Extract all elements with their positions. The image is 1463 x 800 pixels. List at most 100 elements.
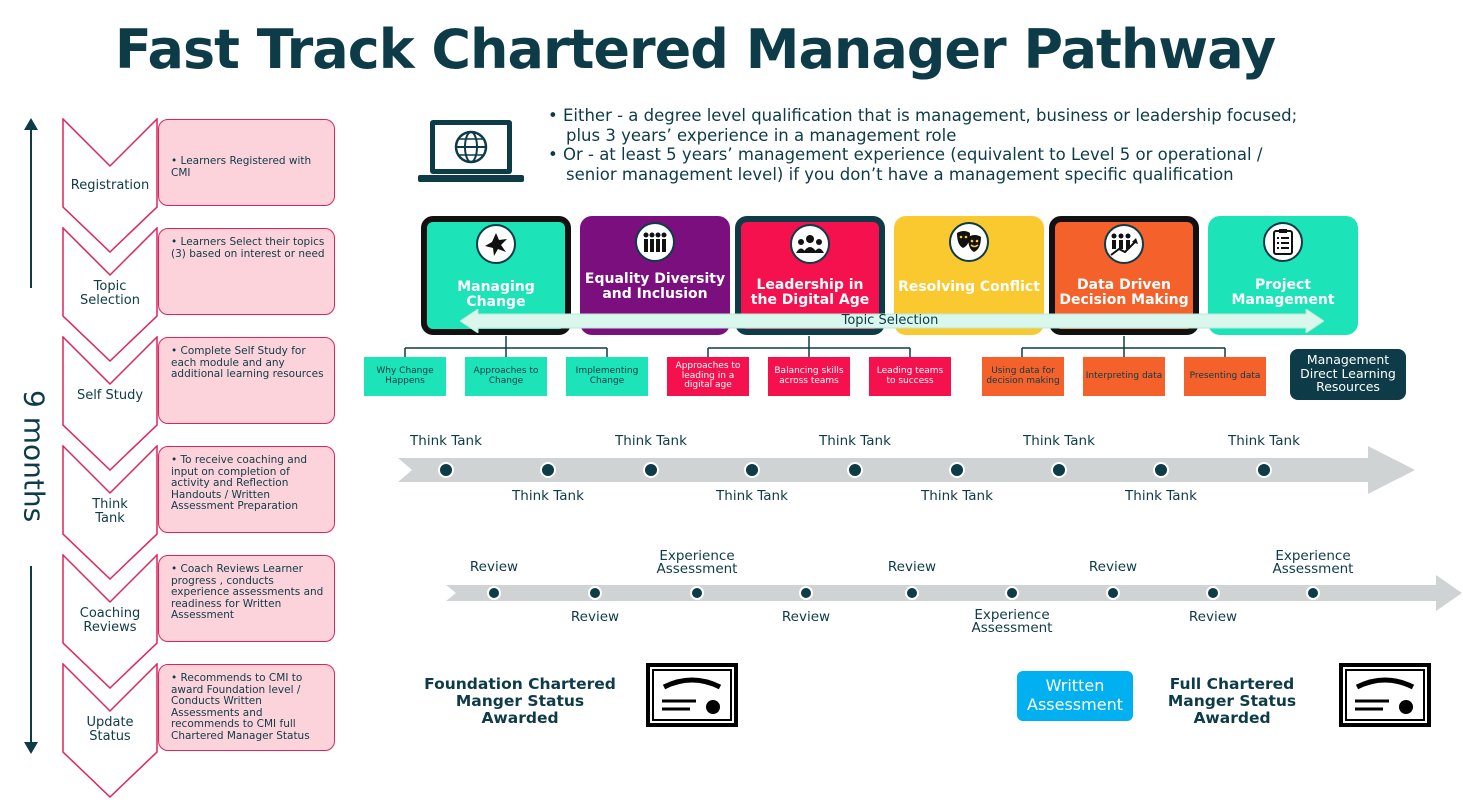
stage-description-text: Recommends to CMI to award Foundation le… [171, 672, 310, 742]
subtopic-connectors [404, 336, 1226, 357]
data-growth-icon [1104, 224, 1144, 264]
timeline-dot [1106, 586, 1120, 600]
stage-chevron: Think Tank [62, 445, 158, 580]
stage-description: Learners Select their topics (3) based o… [158, 228, 335, 315]
module-label: Managing Change [457, 279, 535, 310]
stage-description: Recommends to CMI to award Foundation le… [158, 664, 335, 751]
module-label: Equality Diversity and Inclusion [584, 271, 726, 302]
page-title: Fast Track Chartered Manager Pathway [114, 18, 1276, 81]
think-tank-label: Think Tank [615, 433, 687, 449]
stage-description: Complete Self Study for each module and … [158, 337, 335, 424]
stage-description-text: Coach Reviews Learner progress , conduct… [171, 563, 323, 621]
think-tank-label: Think Tank [410, 433, 482, 449]
subtopic-box: Approaches to leading in a digital age [667, 357, 749, 396]
timeline-dot [1005, 586, 1019, 600]
subtopic-box: Why Change Happens [364, 357, 446, 396]
management-resources-box: Management Direct Learning Resources [1290, 349, 1406, 400]
timeline-dot [1153, 462, 1169, 478]
timeline-dot [1206, 586, 1220, 600]
review-label: Review [781, 609, 831, 625]
think-tank-label: Think Tank [716, 488, 788, 504]
review-timeline-arrow [446, 575, 1462, 611]
module-label: Project Management [1231, 277, 1335, 308]
foundation-award-label: Foundation Chartered Manger Status Award… [424, 675, 616, 727]
stage-description-text: Complete Self Study for each module and … [171, 345, 324, 380]
review-label: Experience Assessment [656, 548, 738, 577]
theatre-masks-icon [949, 222, 989, 262]
timeline-dot [1306, 586, 1320, 600]
duration-arrow-top [30, 126, 32, 288]
timeline-dot [1256, 462, 1272, 478]
subtopic-box: Interpreting data [1083, 357, 1165, 396]
change-icon [476, 224, 516, 264]
group-icon [635, 222, 675, 262]
module-label: Leadership in the Digital Age [750, 277, 870, 308]
timeline-dot [949, 462, 965, 478]
think-tank-label: Think Tank [1125, 488, 1197, 504]
timeline-dot [643, 462, 659, 478]
timeline-dot [438, 462, 454, 478]
full-award-label: Full Chartered Manger Status Awarded [1167, 675, 1297, 727]
timeline-dot [487, 586, 501, 600]
subtopic-box: Approaches to Change [465, 357, 547, 396]
arrow-up-icon [24, 118, 38, 130]
think-tank-label: Think Tank [819, 433, 891, 449]
arrow-down-icon [24, 742, 38, 754]
review-label: Review [887, 559, 937, 575]
module-label: Data Driven Decision Making [1059, 277, 1189, 308]
think-tank-label: Think Tank [1023, 433, 1095, 449]
stage-label: Registration [70, 178, 150, 193]
stage-description-text: Learners Registered with CMI [171, 155, 311, 179]
stage-label: Coaching Reviews [79, 606, 141, 635]
stage-description-text: To receive coaching and input on complet… [171, 454, 307, 512]
think-tank-label: Think Tank [512, 488, 584, 504]
certificate-icon [1339, 663, 1431, 727]
review-label: Review [570, 609, 620, 625]
think-tank-timeline-arrow [398, 446, 1415, 494]
stage-label: Self Study [76, 388, 144, 403]
stage-chevron: Coaching Reviews [62, 554, 158, 689]
review-label: Review [1088, 559, 1138, 575]
topic-selection-arrow [460, 309, 1324, 333]
stage-label: Think Tank [92, 497, 128, 526]
stage-description: To receive coaching and input on complet… [158, 446, 335, 533]
module-label: Resolving Conflict [898, 279, 1040, 295]
eligibility-item: Or - at least 5 years’ management experi… [548, 145, 1308, 184]
review-label: Review [1188, 609, 1238, 625]
subtopic-box: Leading teams to success [869, 357, 951, 396]
eligibility-item: Either - a degree level qualification th… [548, 106, 1308, 145]
topic-selection-label: Topic Selection [841, 313, 939, 328]
module-card: Leadership in the Digital Age [735, 216, 885, 335]
team-icon [790, 224, 830, 264]
duration-arrow-bottom [30, 566, 32, 744]
timeline-dot [690, 586, 704, 600]
timeline-dot [905, 586, 919, 600]
think-tank-label: Think Tank [1228, 433, 1300, 449]
subtopic-box: Implementing Change [566, 357, 648, 396]
stage-chevron: Registration [62, 118, 158, 253]
laptop-globe-icon [418, 120, 524, 182]
review-label: Review [469, 559, 519, 575]
subtopic-box: Balancing skills across teams [768, 357, 850, 396]
stage-chevron: Update Status [62, 663, 158, 798]
timeline-dot [588, 586, 602, 600]
timeline-dot [540, 462, 556, 478]
eligibility-list: Either - a degree level qualification th… [548, 106, 1308, 184]
stage-description: Learners Registered with CMI [158, 119, 335, 206]
timeline-dot [847, 462, 863, 478]
subtopic-box: Presenting data [1184, 357, 1266, 396]
stage-description-text: Learners Select their topics (3) based o… [171, 236, 325, 260]
timeline-dot [1051, 462, 1067, 478]
written-assessment-box: Written Assessment [1017, 671, 1133, 721]
checklist-icon [1263, 222, 1303, 262]
stage-label: Topic Selection [80, 279, 140, 308]
stage-description: Coach Reviews Learner progress , conduct… [158, 555, 335, 642]
certificate-icon [646, 663, 738, 727]
timeline-dot [744, 462, 760, 478]
think-tank-label: Think Tank [921, 488, 993, 504]
review-label: Experience Assessment [1272, 548, 1354, 577]
stage-label: Update Status [86, 715, 134, 744]
duration-label: 9 months [17, 390, 51, 523]
stage-chevron: Self Study [62, 336, 158, 471]
review-label: Experience Assessment [971, 607, 1053, 636]
